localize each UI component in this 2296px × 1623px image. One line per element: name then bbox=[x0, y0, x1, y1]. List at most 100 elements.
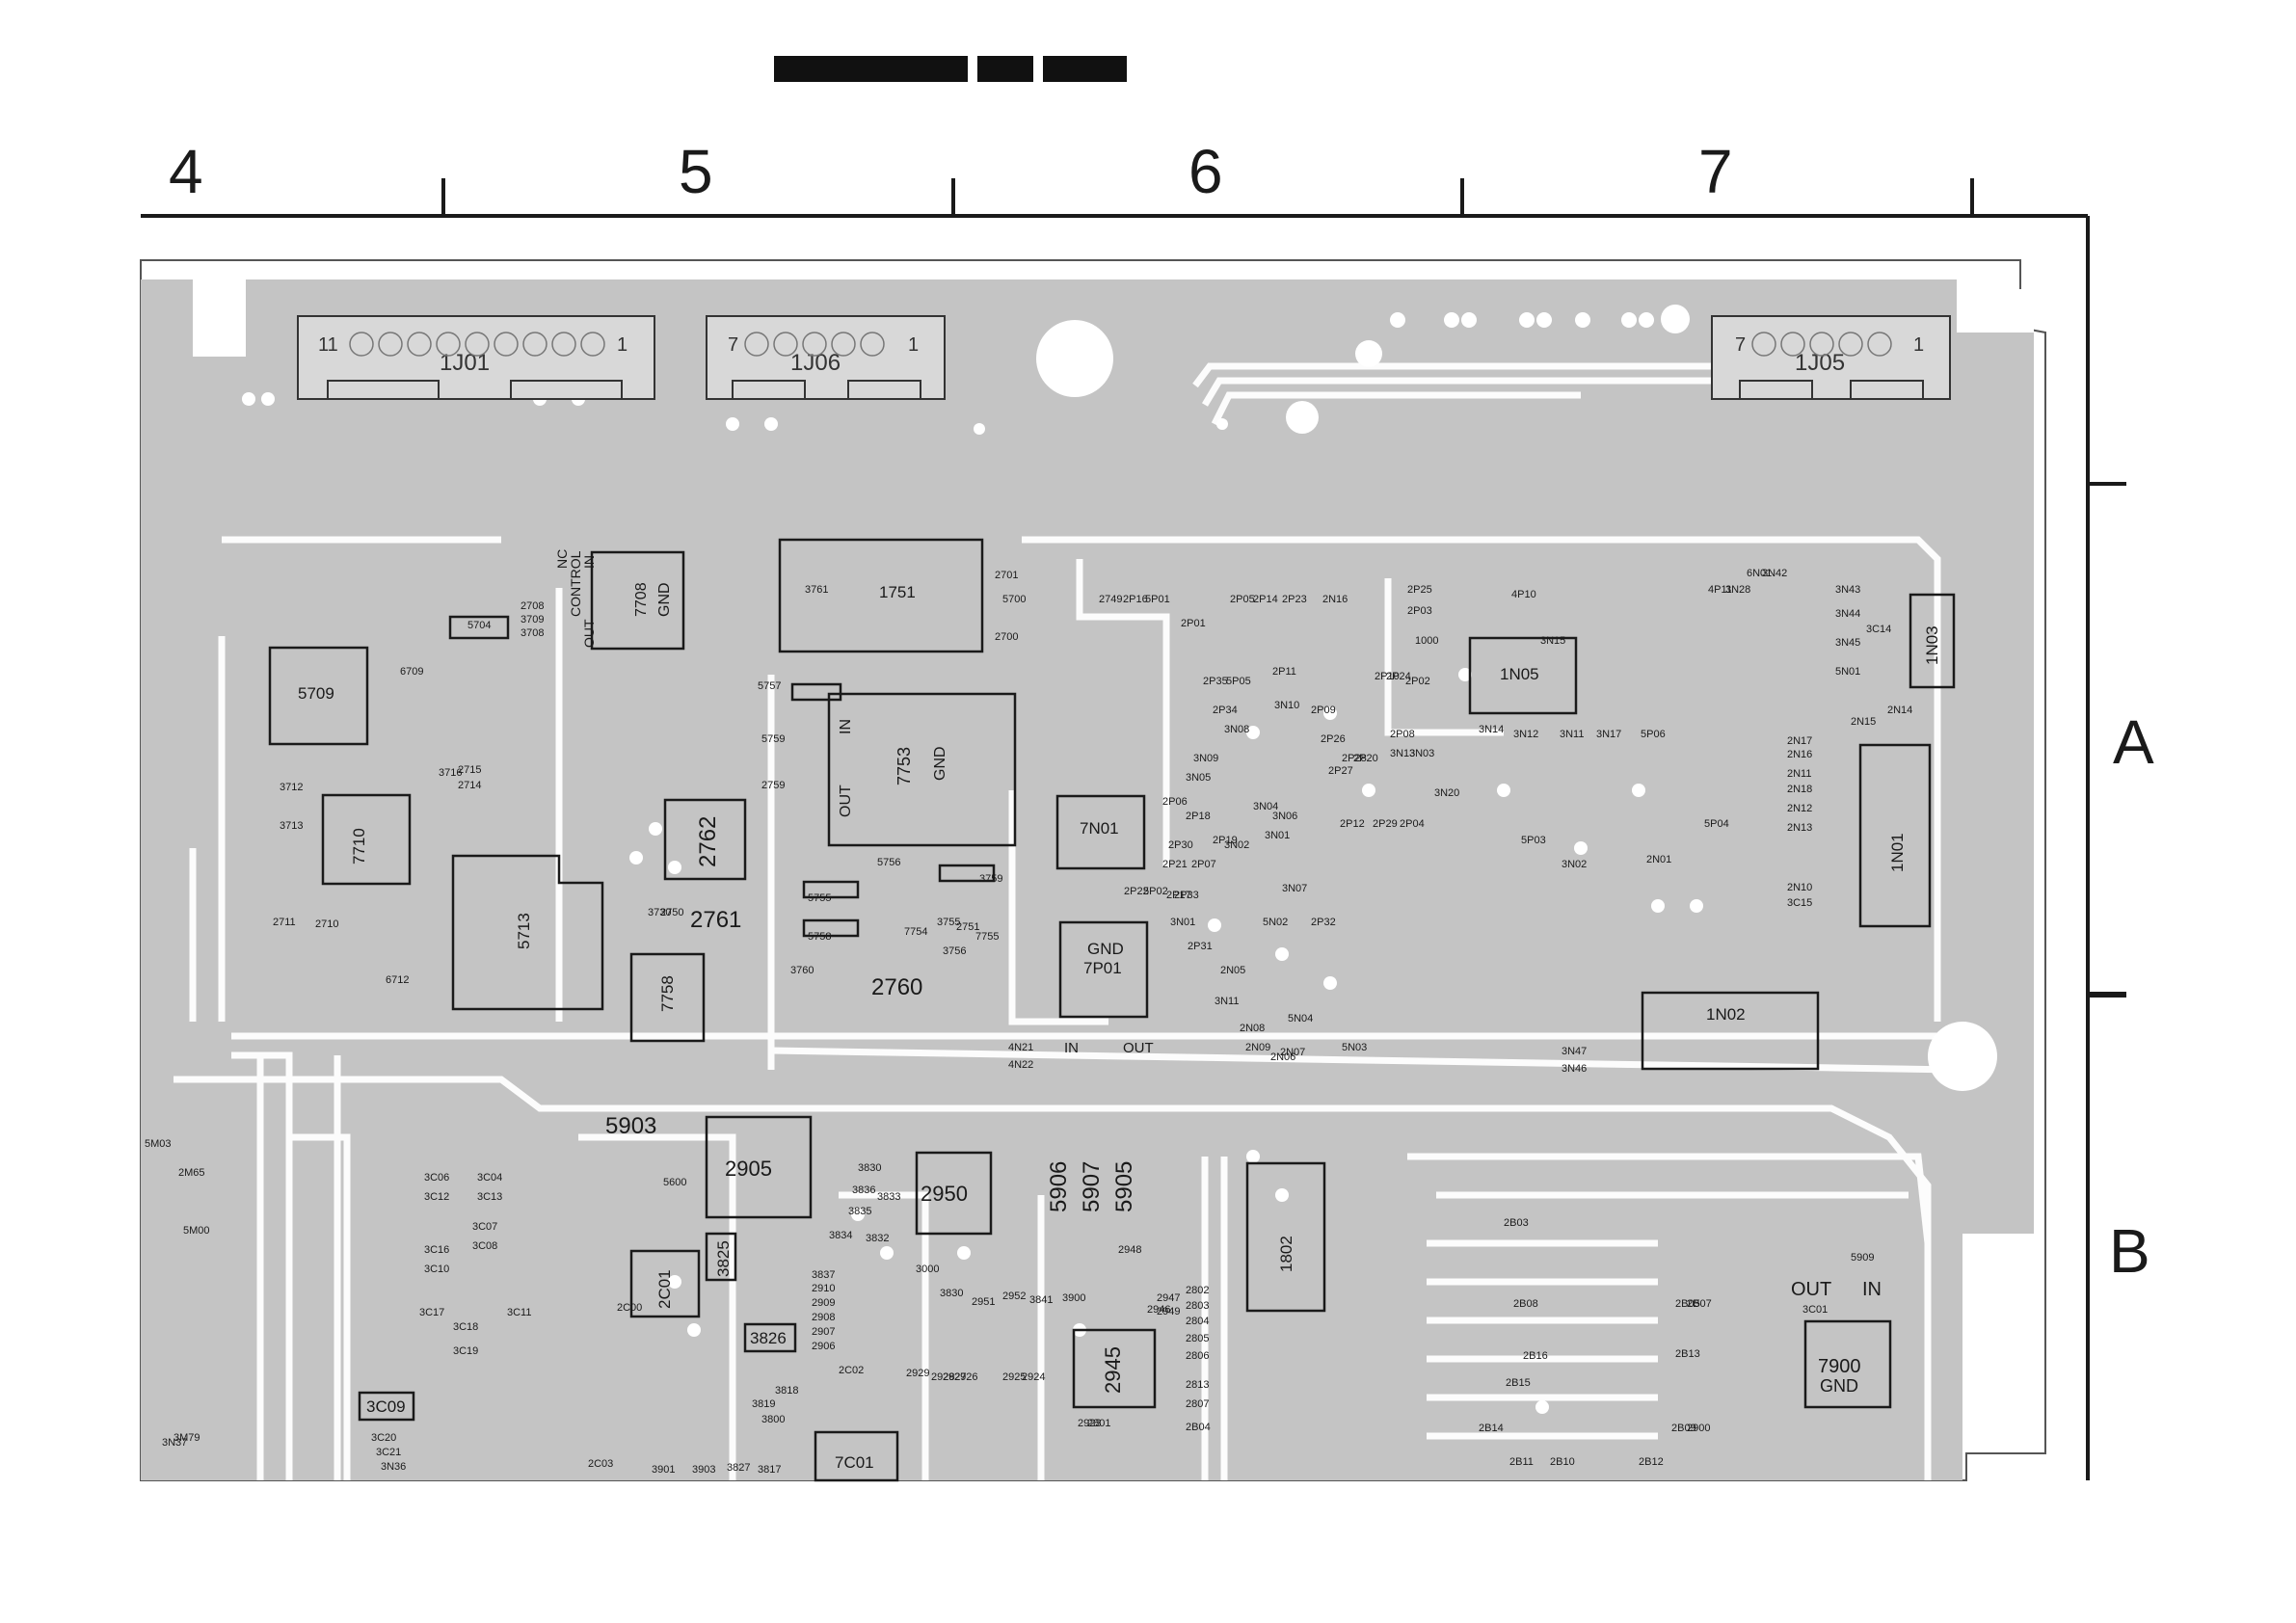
ic-label: 5713 bbox=[515, 913, 533, 949]
ic-3826-body bbox=[743, 1322, 797, 1353]
ic-7710-body bbox=[321, 793, 412, 886]
component-designator: 3N47 bbox=[1562, 1046, 1587, 1057]
component-designator: 3903 bbox=[692, 1464, 715, 1476]
component-designator: 2906 bbox=[812, 1341, 835, 1352]
component-designator: 3N20 bbox=[1434, 787, 1459, 799]
ic-label: 1N01 bbox=[1888, 833, 1907, 872]
ic-label: 2C01 bbox=[655, 1269, 674, 1309]
component-designator: 2N14 bbox=[1887, 705, 1912, 716]
component-designator: 2B10 bbox=[1550, 1456, 1575, 1468]
component-designator: 6712 bbox=[386, 974, 409, 986]
reg-7p01-in: IN bbox=[1064, 1040, 1079, 1056]
component-designator: 2927 bbox=[943, 1371, 966, 1383]
component-designator: 2P32 bbox=[1311, 917, 1336, 928]
component-designator: 3C18 bbox=[453, 1321, 478, 1333]
component-designator: 2N01 bbox=[1646, 854, 1671, 865]
reg-7753-gnd: GND bbox=[932, 746, 948, 781]
component-designator: 3N09 bbox=[1193, 753, 1218, 764]
ic-1751-body bbox=[778, 538, 984, 653]
component-designator: 3818 bbox=[775, 1385, 798, 1397]
component-designator: 5757 bbox=[758, 680, 781, 692]
component-designator: 5700 bbox=[1002, 594, 1026, 605]
component-designator: 2B09 bbox=[1671, 1423, 1696, 1434]
component-designator: 2949 bbox=[1157, 1306, 1180, 1317]
title-bar bbox=[774, 56, 1127, 82]
reg-7708-nc: NC bbox=[554, 549, 570, 569]
component-designator: 2B12 bbox=[1639, 1456, 1664, 1468]
component-designator: 2928 bbox=[931, 1371, 954, 1383]
reg-7900-ref: 7900 bbox=[1818, 1356, 1861, 1377]
component-designator: 3N17 bbox=[1596, 729, 1621, 740]
component-designator: 3C08 bbox=[472, 1240, 497, 1252]
component-designator: 6N01 bbox=[1747, 568, 1772, 579]
component-designator: 2N06 bbox=[1270, 1051, 1295, 1063]
component-designator: 3759 bbox=[979, 873, 1002, 885]
component-designator: 3834 bbox=[829, 1230, 852, 1241]
ic-label: 7710 bbox=[350, 828, 368, 865]
component-designator: 5M03 bbox=[145, 1138, 172, 1150]
component-designator: 2749 bbox=[1099, 594, 1122, 605]
grid-column-6: 6 bbox=[1188, 137, 1223, 206]
component-designator: 2929 bbox=[906, 1368, 929, 1379]
component-designator: 3C07 bbox=[472, 1221, 497, 1233]
component-designator: 3C01 bbox=[1802, 1304, 1828, 1316]
connector-1j01-pin-right: 1 bbox=[617, 334, 627, 356]
component-designator: 3730 bbox=[648, 907, 671, 918]
ic-7p01-body bbox=[1058, 920, 1149, 1019]
component-designator: 3M79 bbox=[174, 1432, 200, 1444]
component-designator: 3C20 bbox=[371, 1432, 396, 1444]
component-designator: 5N04 bbox=[1288, 1013, 1313, 1024]
small-labels: 5704270837093708570027012700575757592759… bbox=[145, 568, 1912, 1476]
component-designator: 3C13 bbox=[477, 1191, 502, 1203]
connector-pin-circles bbox=[349, 332, 1892, 357]
component-designator: 3N05 bbox=[1186, 772, 1211, 784]
component-designator: 2P03 bbox=[1407, 605, 1432, 617]
ref-label-large: 5903 bbox=[605, 1113, 656, 1139]
component-designator: 2701 bbox=[995, 570, 1018, 581]
component-designator: 3N02 bbox=[1562, 859, 1587, 870]
component-designator: 2759 bbox=[761, 780, 785, 791]
component-designator: 2N10 bbox=[1787, 882, 1812, 893]
ic-2905-body bbox=[705, 1115, 813, 1219]
component-designator: 4P11 bbox=[1708, 584, 1732, 596]
component-designator: 2N13 bbox=[1787, 822, 1812, 834]
ic-7708-body bbox=[590, 550, 685, 651]
component-designator: 3708 bbox=[521, 627, 544, 639]
component-designator: 3C21 bbox=[376, 1447, 401, 1458]
component-designator: 3C19 bbox=[453, 1345, 478, 1357]
component-designator: 7754 bbox=[904, 926, 927, 938]
component-designator: 3N01 bbox=[1265, 830, 1290, 841]
ic-label: 3C09 bbox=[366, 1397, 406, 1416]
ic-1802-body bbox=[1245, 1161, 1326, 1313]
ic-3825-body bbox=[705, 1232, 737, 1282]
regulator-labels: 7708 GND IN CONTROL NC OUT 7753 GND IN O… bbox=[554, 549, 1882, 1396]
component-designator: 2P27 bbox=[1328, 765, 1353, 777]
component-designator: 3C06 bbox=[424, 1172, 449, 1184]
component-designator: 2N09 bbox=[1245, 1042, 1270, 1053]
component-designator: 2B05 bbox=[1675, 1298, 1700, 1310]
component-designator: 2B03 bbox=[1504, 1217, 1529, 1229]
via-pads bbox=[242, 312, 1703, 1414]
component-designator: 3N13 bbox=[1390, 748, 1415, 759]
component-designator: 2B14 bbox=[1479, 1423, 1504, 1434]
grid-row-a: A bbox=[2113, 707, 2154, 777]
component-designator: 2N12 bbox=[1787, 803, 1812, 814]
component-designator: 2900 bbox=[1687, 1423, 1710, 1434]
connector-1j01-pin-left: 11 bbox=[318, 334, 338, 356]
ic-label: 7C01 bbox=[835, 1453, 874, 1472]
ic-1n05-body bbox=[1468, 636, 1578, 715]
component-designator: 5756 bbox=[877, 857, 900, 868]
component-designator: 3N44 bbox=[1835, 608, 1860, 620]
component-designator: 2801 bbox=[1087, 1418, 1110, 1429]
component-designator: 3760 bbox=[790, 965, 814, 976]
component-designator: 3841 bbox=[1029, 1294, 1053, 1306]
ic-7753-body bbox=[827, 692, 1017, 847]
component-designator: 2907 bbox=[812, 1326, 835, 1338]
reg-7708-gnd: GND bbox=[656, 582, 673, 617]
grid-column-4: 4 bbox=[169, 137, 203, 206]
grid-column-7: 7 bbox=[1698, 137, 1733, 206]
component-designator: 3N11 bbox=[1560, 729, 1584, 740]
component-designator: 5N01 bbox=[1835, 666, 1860, 678]
component-designator: 2B16 bbox=[1523, 1350, 1548, 1362]
